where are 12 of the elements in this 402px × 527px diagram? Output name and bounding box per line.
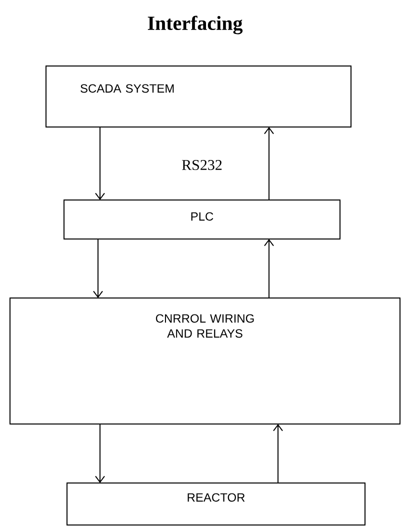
arrow [93,238,103,298]
process-box: CNRROL WIRING AND RELAYS [10,298,400,424]
arrow [95,126,105,200]
arrow [95,424,105,483]
title: Interfacing [148,16,243,34]
process-box: PLC [64,200,340,240]
process-box: SCADA SYSTEM [46,66,352,128]
arrow [273,424,283,484]
interface-label: RS232 [182,160,222,170]
arrow [264,127,274,200]
process-box: REACTOR [66,482,366,526]
arrow [264,239,274,298]
